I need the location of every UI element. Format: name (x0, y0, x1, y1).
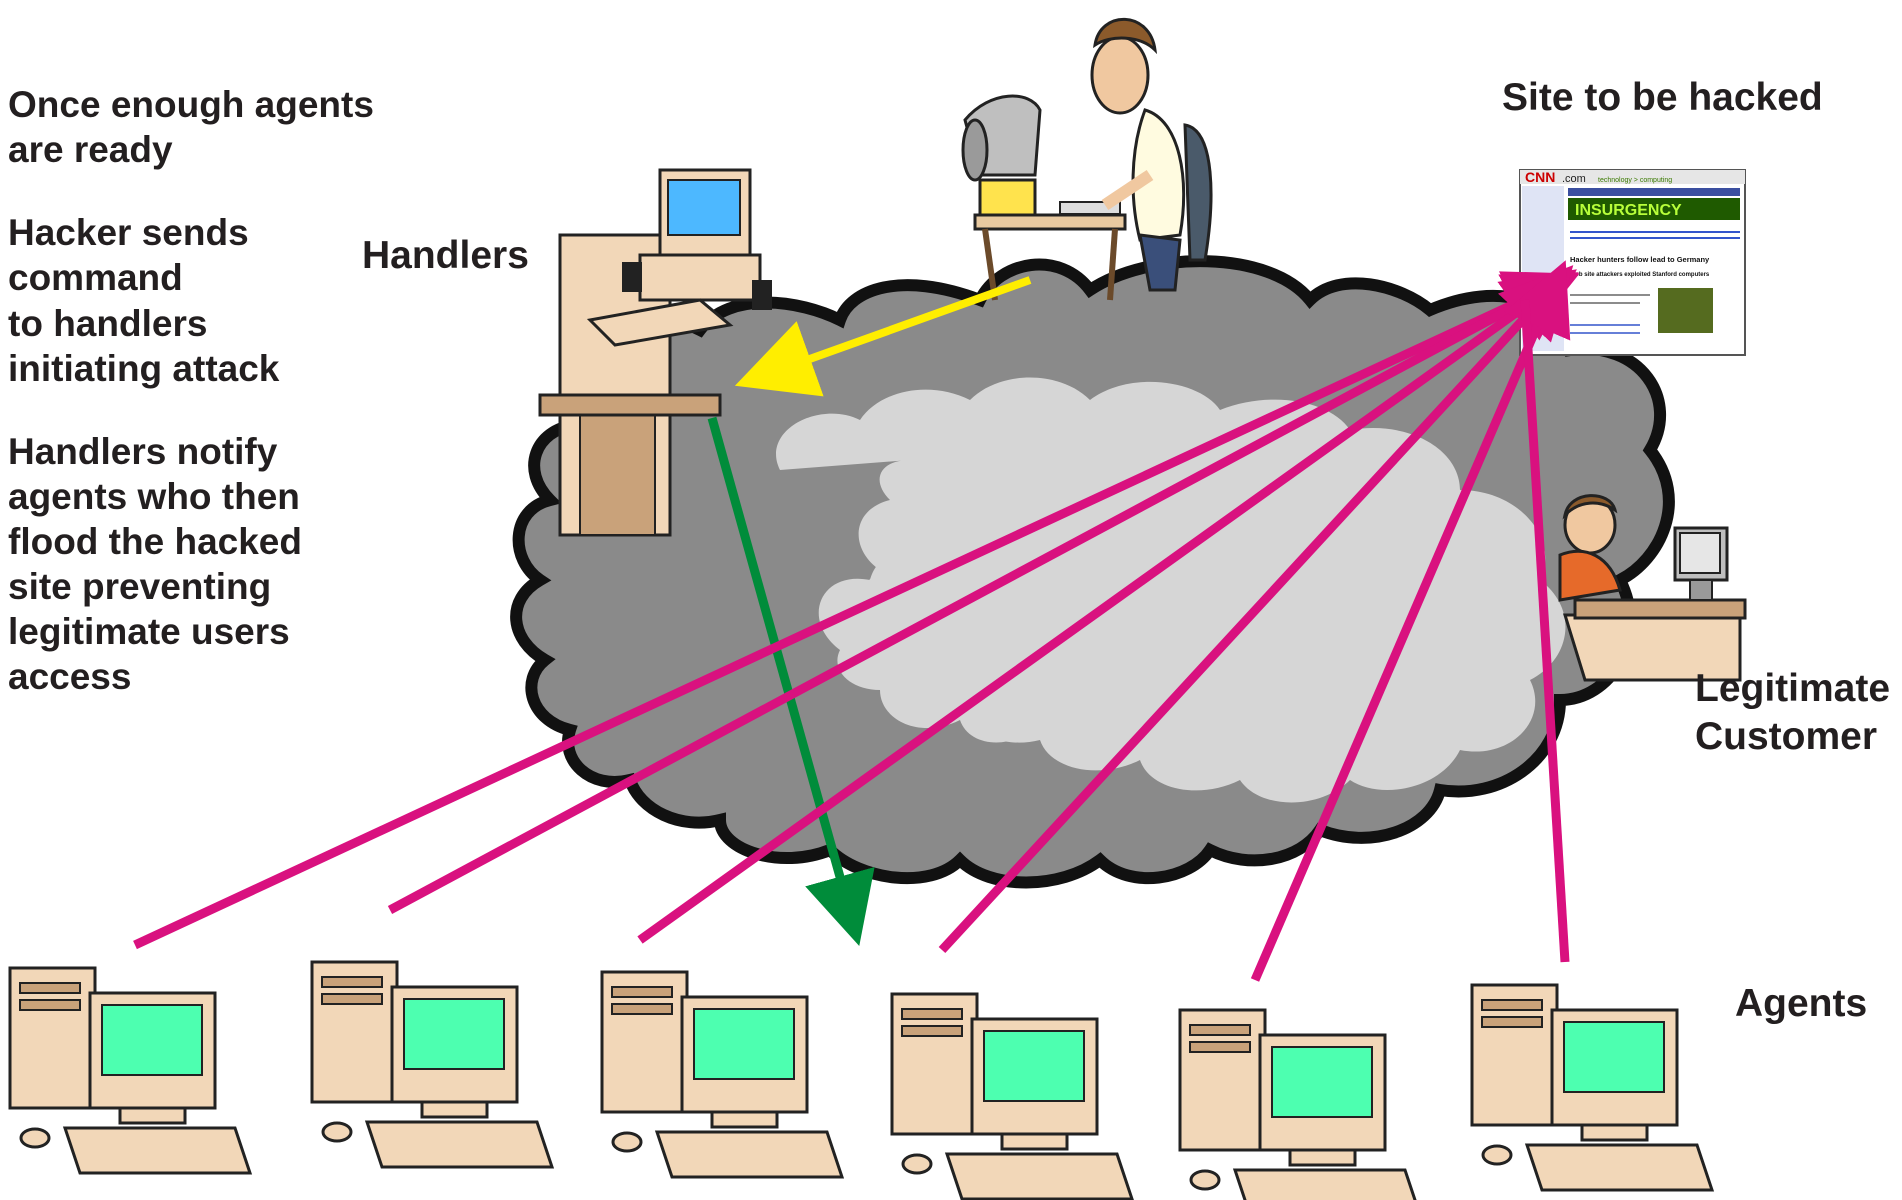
agent-computer-icon (600, 970, 845, 1179)
text-line: initiating attack (8, 347, 280, 389)
flood-arrow-4 (938, 265, 1574, 954)
handler-computer-icon (538, 168, 772, 537)
explanation-paragraph-2: Hacker sends command to handlers initiat… (8, 210, 428, 391)
text-line: command (8, 257, 183, 299)
website-headline: Hacker hunters follow lead to Germany (1570, 255, 1710, 264)
site-label: Site to be hacked (1502, 76, 1823, 119)
website-screenshot-icon: CNN .com technology > computing INSURGEN… (1519, 169, 1746, 356)
text-line: Once enough agents (8, 84, 374, 125)
customer-label-line: Customer (1695, 714, 1878, 758)
hacker-figure-icon (961, 17, 1213, 301)
website-logo-suffix: .com (1562, 173, 1586, 185)
website-logo: CNN (1525, 169, 1555, 185)
website-subhead: Web site attackers exploited Stanford co… (1570, 272, 1710, 278)
flood-arrow-2 (387, 272, 1579, 914)
flood-arrow-5 (1250, 260, 1571, 982)
handler-to-agents-arrow (707, 416, 875, 947)
agent-computer-icon (1470, 983, 1715, 1192)
agents-label: Agents (1735, 982, 1868, 1025)
website-section: technology > computing (1598, 177, 1672, 184)
text-line: to handlers (8, 302, 208, 344)
text-line: agents who then (8, 475, 300, 517)
command-arrow (734, 276, 1032, 397)
explanation-paragraph-3: Handlers notify agents who then flood th… (8, 429, 428, 700)
customer-label-line: Legitimate (1695, 667, 1891, 710)
customer-label: Legitimate Customer (1695, 665, 1890, 760)
explanation-text: Once enough agents are ready Hacker send… (8, 82, 428, 738)
text-line: are ready (8, 129, 173, 171)
handlers-label: Handlers (362, 234, 529, 277)
text-line: site preventing (8, 566, 272, 608)
flood-arrow-3 (637, 269, 1577, 944)
flood-arrow-6 (1520, 299, 1570, 963)
text-line: access (8, 656, 132, 698)
text-line: Handlers notify (8, 430, 278, 472)
agent-computer-icon (310, 960, 555, 1169)
agents-row (8, 960, 1715, 1200)
text-line: Hacker sends (8, 212, 249, 254)
customer-figure-icon (1558, 494, 1747, 682)
flood-arrow-1 (133, 271, 1580, 950)
agent-computer-icon (890, 992, 1134, 1200)
website-banner: INSURGENCY (1575, 202, 1682, 219)
agent-computer-icon (8, 966, 253, 1175)
text-line: legitimate users (8, 611, 290, 653)
arrows (133, 260, 1580, 982)
explanation-paragraph-1: Once enough agents are ready (8, 82, 428, 172)
agent-computer-icon (1178, 1008, 1417, 1200)
text-line: flood the hacked (8, 521, 302, 562)
